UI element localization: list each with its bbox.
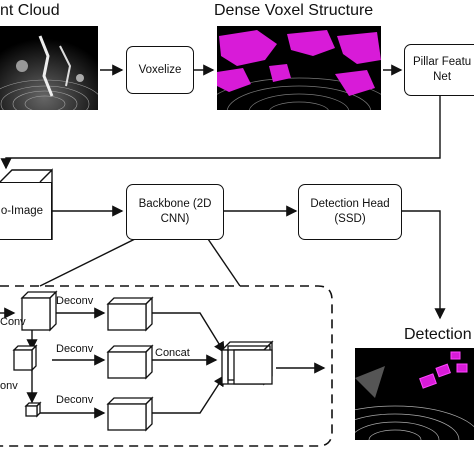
pillar-feature-net-box: Pillar Featu Net	[404, 44, 474, 96]
detections-image	[355, 348, 474, 440]
backbone-box: Backbone (2D CNN)	[126, 184, 224, 240]
deconv-label-2: Deconv	[56, 343, 94, 355]
pseudo-image-box: o-Image	[0, 182, 52, 240]
point-cloud-title: nt Cloud	[0, 2, 60, 19]
dense-voxel-image	[217, 26, 381, 110]
voxelize-box: Voxelize	[126, 46, 194, 94]
dense-voxel-title: Dense Voxel Structure	[214, 2, 374, 19]
detections-title: Detection	[404, 326, 472, 343]
conv-label-1: Conv	[0, 316, 26, 328]
concat-label: Concat	[155, 347, 190, 359]
detection-head-box: Detection Head (SSD)	[298, 184, 402, 240]
deconv-label-3: Deconv	[56, 394, 94, 406]
point-cloud-image	[0, 26, 98, 110]
conv-label-2: onv	[0, 380, 18, 392]
deconv-label-1: Deconv	[56, 295, 94, 307]
